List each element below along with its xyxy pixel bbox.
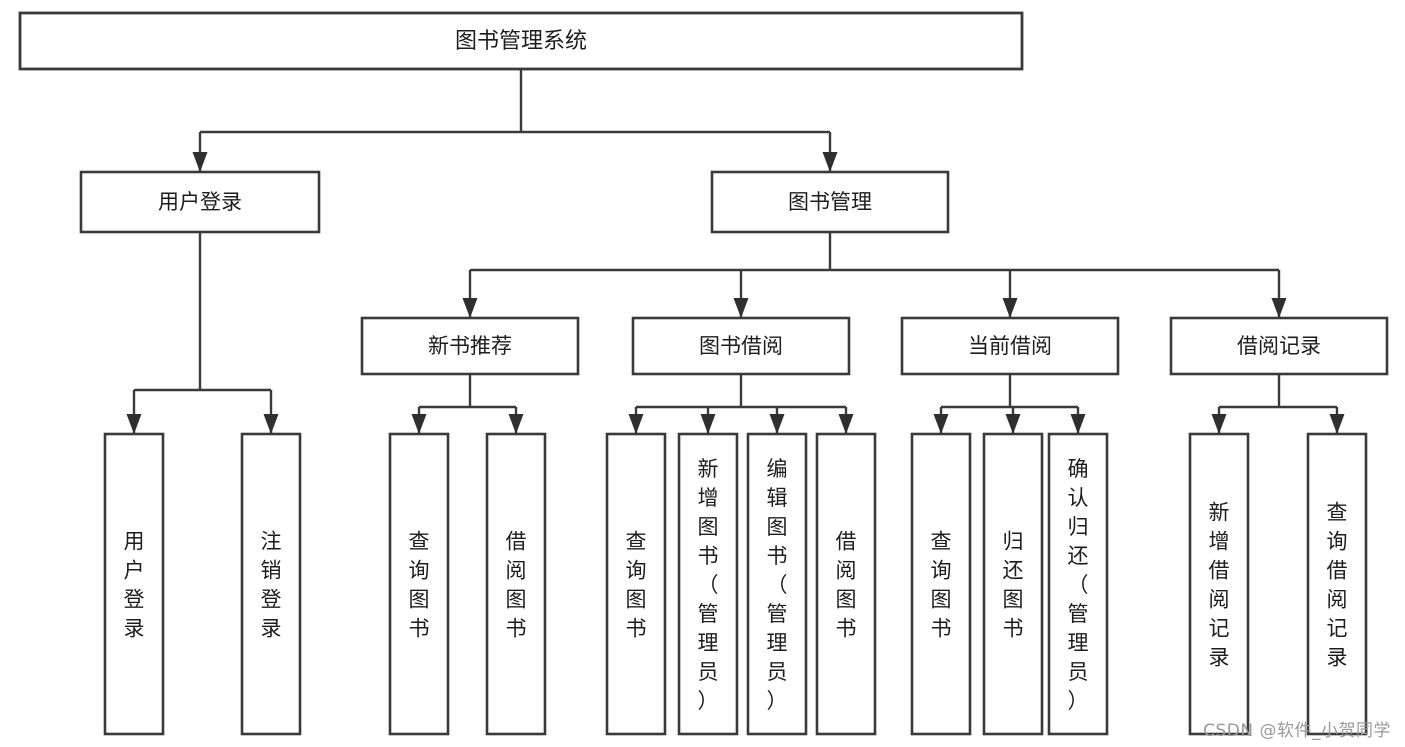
node-box-leaf-borrow-book-2[interactable] [815, 432, 877, 736]
node-book-borrow[interactable]: 图书借阅 [631, 316, 851, 376]
arrow-head-leaf-borrow-book-2 [838, 414, 854, 434]
node-label-root: 图书管理系统 [455, 29, 587, 54]
node-label-book-manage: 图书管理 [788, 190, 872, 214]
arrow-head-leaf-query-book-2 [628, 414, 644, 434]
arrow-head-borrow-record [1271, 298, 1287, 318]
node-box-leaf-query-record[interactable] [1306, 432, 1368, 736]
node-label-leaf-query-book-2: 查询图书 [626, 530, 647, 641]
node-box-new-book-recommend[interactable] [360, 316, 580, 376]
arrow-head-leaf-add-record [1211, 414, 1227, 434]
arrow-head-leaf-edit-book [769, 414, 785, 434]
connector-layer [126, 69, 1345, 434]
node-borrow-record[interactable]: 借阅记录 [1169, 316, 1389, 376]
node-label-user-login: 用户登录 [158, 190, 242, 214]
node-leaf-return-book[interactable]: 归还图书 [982, 432, 1044, 736]
arrow-head-leaf-logout [263, 414, 279, 434]
node-box-root[interactable] [18, 11, 1024, 71]
node-label-leaf-user-login: 用户登录 [124, 530, 145, 641]
node-leaf-edit-book[interactable]: 编辑图书（管理员） [746, 432, 808, 736]
node-leaf-add-record[interactable]: 新增借阅记录 [1188, 432, 1250, 736]
arrow-head-leaf-confirm-return [1070, 414, 1086, 434]
node-leaf-borrow-book-1[interactable]: 借阅图书 [485, 432, 547, 736]
node-leaf-query-record[interactable]: 查询借阅记录 [1306, 432, 1368, 736]
arrow-head-current-borrow [1002, 298, 1018, 318]
node-user-login[interactable]: 用户登录 [79, 170, 321, 234]
node-leaf-confirm-return[interactable]: 确认归还（管理员） [1047, 432, 1109, 736]
arrow-head-leaf-return-book [1005, 414, 1021, 434]
node-box-leaf-query-book-2[interactable] [605, 432, 667, 736]
node-leaf-query-book-3[interactable]: 查询图书 [910, 432, 972, 736]
node-box-leaf-user-login[interactable] [103, 432, 165, 736]
node-new-book-recommend[interactable]: 新书推荐 [360, 316, 580, 376]
arrow-head-leaf-query-record [1329, 414, 1345, 434]
node-leaf-add-book[interactable]: 新增图书（管理员） [677, 432, 739, 736]
node-label-leaf-add-book: 新增图书（管理员） [698, 457, 719, 713]
node-label-leaf-borrow-book-1: 借阅图书 [506, 530, 527, 641]
node-leaf-logout[interactable]: 注销登录 [240, 432, 302, 736]
arrow-head-book-borrow [733, 298, 749, 318]
node-box-leaf-edit-book[interactable] [746, 432, 808, 736]
node-label-leaf-return-book: 归还图书 [1003, 530, 1024, 641]
node-book-manage[interactable]: 图书管理 [710, 170, 950, 234]
arrow-head-leaf-query-book-1 [411, 414, 427, 434]
node-label-borrow-record: 借阅记录 [1237, 334, 1321, 358]
node-label-leaf-add-record: 新增借阅记录 [1209, 501, 1230, 670]
arrow-head-leaf-add-book [700, 414, 716, 434]
node-label-current-borrow: 当前借阅 [968, 334, 1052, 358]
node-box-current-borrow[interactable] [900, 316, 1120, 376]
node-label-leaf-confirm-return: 确认归还（管理员） [1068, 457, 1089, 713]
node-box-leaf-add-record[interactable] [1188, 432, 1250, 736]
node-label-leaf-query-record: 查询借阅记录 [1327, 501, 1348, 670]
node-label-new-book-recommend: 新书推荐 [428, 334, 512, 358]
node-label-leaf-logout: 注销登录 [261, 530, 282, 641]
node-leaf-query-book-2[interactable]: 查询图书 [605, 432, 667, 736]
arrow-head-leaf-user-login [126, 414, 142, 434]
node-box-leaf-confirm-return[interactable] [1047, 432, 1109, 736]
node-box-leaf-borrow-book-1[interactable] [485, 432, 547, 736]
node-box-leaf-query-book-3[interactable] [910, 432, 972, 736]
node-leaf-user-login[interactable]: 用户登录 [103, 432, 165, 736]
node-label-leaf-query-book-1: 查询图书 [409, 530, 430, 641]
node-box-borrow-record[interactable] [1169, 316, 1389, 376]
node-box-leaf-add-book[interactable] [677, 432, 739, 736]
arrow-head-leaf-borrow-book-1 [508, 414, 524, 434]
node-label-book-borrow: 图书借阅 [699, 334, 783, 358]
node-current-borrow[interactable]: 当前借阅 [900, 316, 1120, 376]
node-label-leaf-query-book-3: 查询图书 [931, 530, 952, 641]
node-box-user-login[interactable] [79, 170, 321, 234]
node-root[interactable]: 图书管理系统 [18, 11, 1024, 71]
node-label-leaf-borrow-book-2: 借阅图书 [836, 530, 857, 641]
node-layer: 图书管理系统用户登录图书管理新书推荐图书借阅当前借阅借阅记录用户登录注销登录查询… [18, 11, 1389, 736]
arrow-head-user-login [192, 152, 208, 172]
arrow-head-new-book-recommend [462, 298, 478, 318]
node-leaf-borrow-book-2[interactable]: 借阅图书 [815, 432, 877, 736]
node-leaf-query-book-1[interactable]: 查询图书 [388, 432, 450, 736]
node-box-leaf-return-book[interactable] [982, 432, 1044, 736]
node-box-book-manage[interactable] [710, 170, 950, 234]
node-box-leaf-query-book-1[interactable] [388, 432, 450, 736]
node-box-book-borrow[interactable] [631, 316, 851, 376]
arrow-head-leaf-query-book-3 [933, 414, 949, 434]
node-box-leaf-logout[interactable] [240, 432, 302, 736]
node-label-leaf-edit-book: 编辑图书（管理员） [767, 457, 788, 713]
arrow-head-book-manage [822, 152, 838, 172]
